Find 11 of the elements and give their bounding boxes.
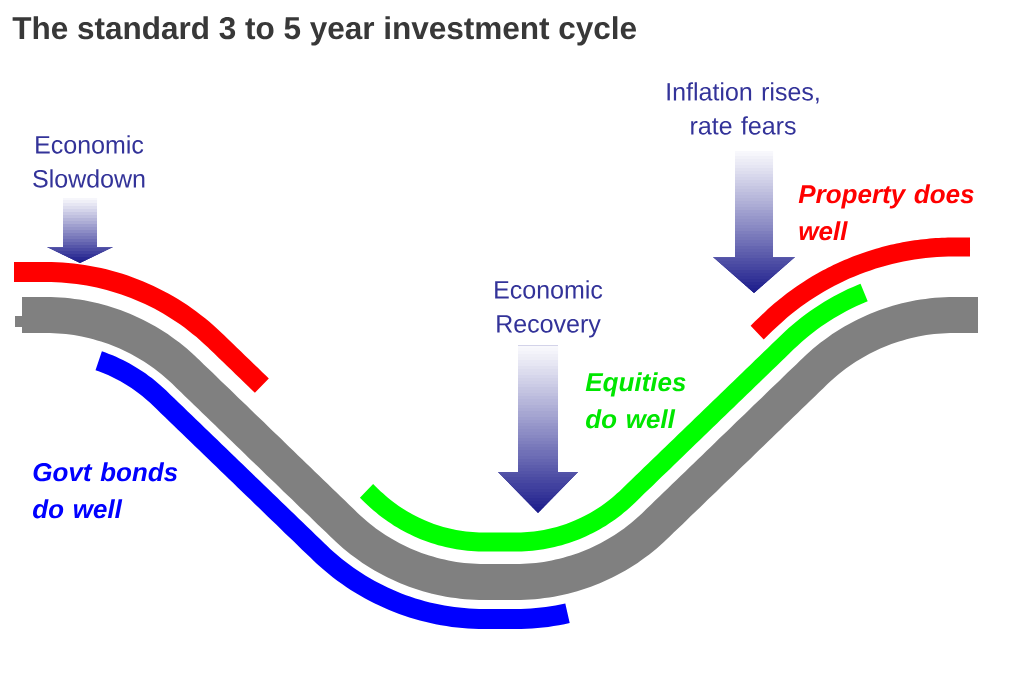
- band-label: Govt bonds do well: [33, 462, 178, 519]
- block-arrow: [47, 197, 113, 263]
- block-arrow: [498, 345, 578, 513]
- band-label: Equities do well: [585, 372, 686, 429]
- band-label: Property does well: [798, 184, 974, 241]
- block-arrow: [713, 150, 795, 293]
- annotation-text: Economic Recovery: [495, 280, 603, 338]
- title: The standard 3 to 5 year investment cycle: [12, 16, 636, 46]
- annotation-text: Inflation rises, rate fears: [667, 82, 819, 135]
- annotation-text: Economic Slowdown: [33, 135, 145, 188]
- curved-band: [14, 262, 269, 393]
